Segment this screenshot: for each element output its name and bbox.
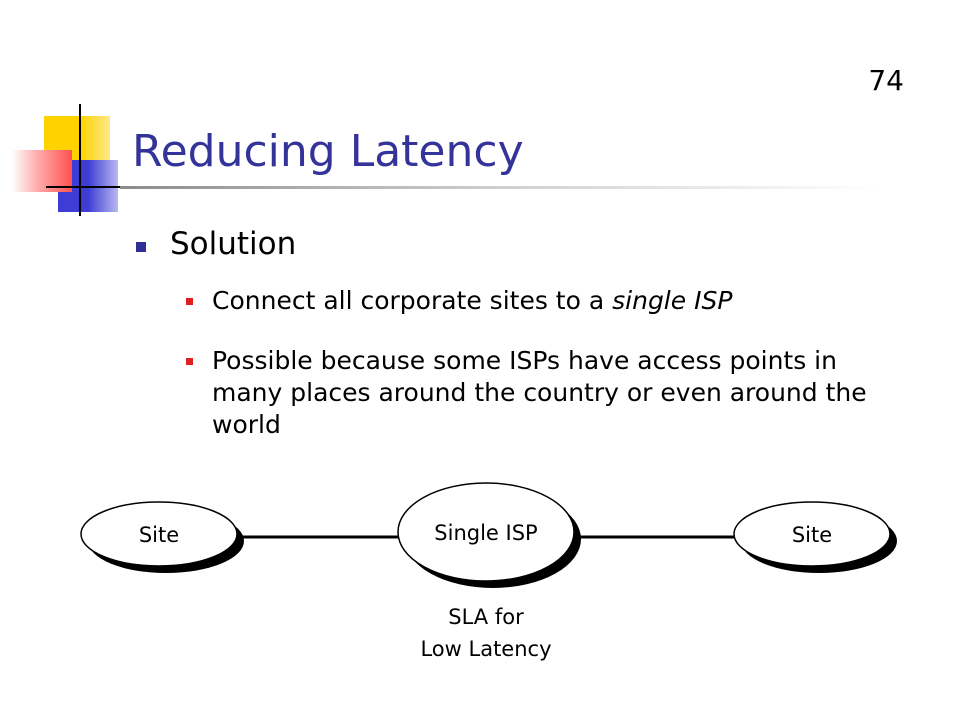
- site-node-left: Site: [80, 501, 244, 573]
- decorative-vertical-line: [79, 104, 81, 216]
- slide-title: Reducing Latency: [132, 126, 524, 177]
- sub-bullet-connect-text: Connect all corporate sites to a single …: [212, 285, 732, 317]
- site-node-right-ellipse: [733, 501, 891, 567]
- sub-bullet-square-icon: [186, 358, 193, 365]
- site-node-right-label: Site: [792, 523, 832, 547]
- sub-bullet-connect-emphasis: single ISP: [612, 286, 733, 315]
- bullet-solution-text: Solution: [170, 226, 297, 262]
- site-node-left-ellipse: [80, 501, 238, 567]
- sla-caption-line1: SLA for: [448, 605, 524, 629]
- isp-node-ellipse: [397, 482, 575, 582]
- sub-bullet-possible-text: Possible because some ISPs have access p…: [212, 346, 867, 439]
- isp-node: Single ISP: [397, 482, 581, 588]
- isp-node-label: Single ISP: [434, 521, 537, 545]
- title-underline-rule: [120, 186, 880, 189]
- decorative-red-block: [12, 150, 72, 192]
- sla-caption-line2: Low Latency: [420, 637, 551, 661]
- site-node-left-label: Site: [139, 523, 179, 547]
- page-number: 74: [868, 64, 904, 97]
- sub-bullet-square-icon: [186, 298, 193, 305]
- sub-bullet-connect: Connect all corporate sites to a single …: [186, 285, 732, 317]
- bullet-solution: Solution: [136, 226, 296, 262]
- bullet-square-icon: [136, 242, 146, 252]
- site-node-right: Site: [733, 501, 897, 573]
- decorative-horizontal-line: [46, 186, 126, 188]
- sub-bullet-possible: Possible because some ISPs have access p…: [186, 345, 886, 441]
- sub-bullet-connect-plain: Connect all corporate sites to a: [212, 286, 613, 315]
